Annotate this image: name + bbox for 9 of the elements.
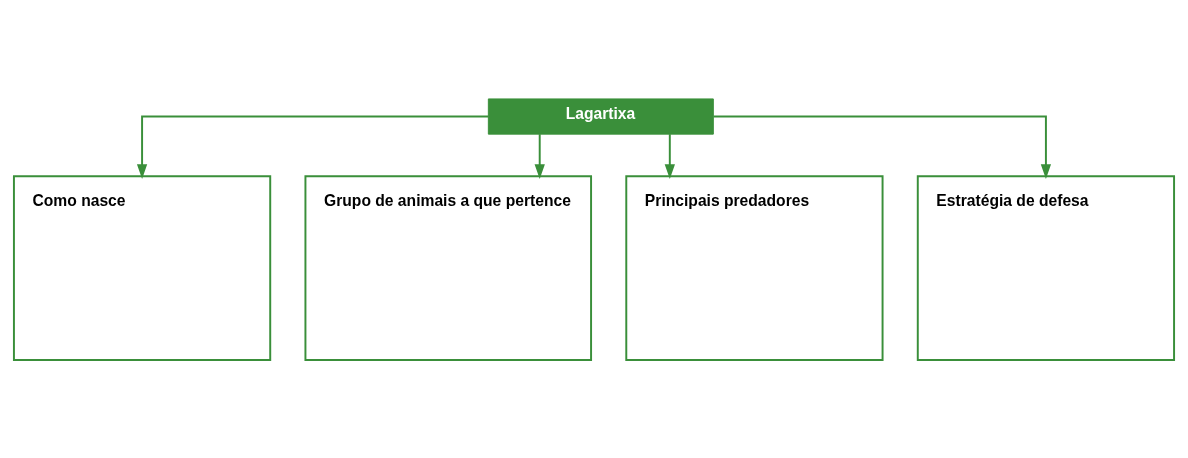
node-box: Lagartixa — [487, 97, 714, 135]
arrow — [664, 132, 675, 179]
node-box: Grupo de animais a que pertence — [304, 174, 593, 361]
node-box: Estratégia de defesa — [916, 174, 1176, 361]
arrow — [534, 132, 545, 179]
arrow — [136, 115, 490, 179]
node-box: Principais predadores — [625, 174, 884, 361]
node-box: Como nasce — [12, 174, 272, 361]
arrow — [712, 115, 1052, 179]
